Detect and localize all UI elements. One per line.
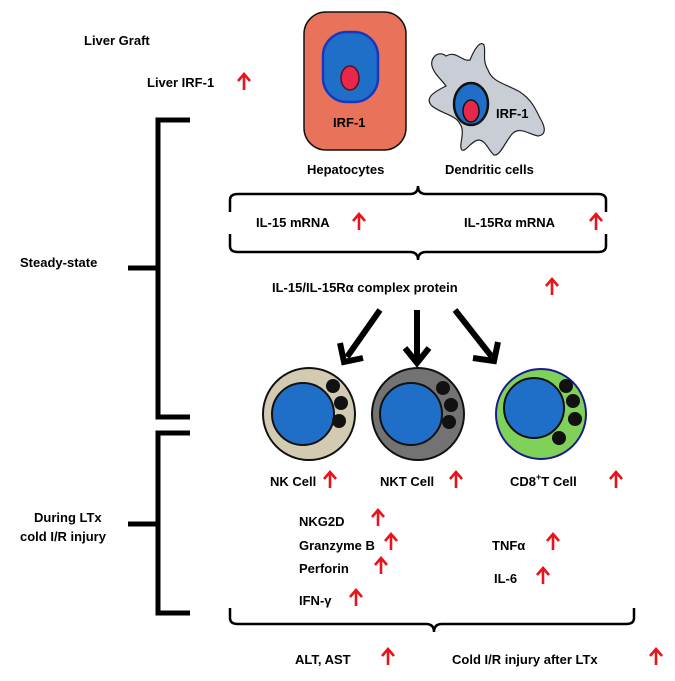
- cd8-t-cell: [495, 368, 587, 460]
- il15-mrna-label: IL-15 mRNA: [256, 215, 330, 230]
- up-arrow-icon: [545, 532, 561, 552]
- alt-ast-label: ALT, AST: [295, 652, 351, 667]
- marker-il6: IL-6: [494, 571, 517, 586]
- nkt-cell: [371, 367, 465, 461]
- nk-cell-label: NK Cell: [270, 474, 316, 489]
- liver-graft-label: Liver Graft: [84, 33, 150, 48]
- nk-cell: [262, 367, 356, 461]
- up-arrow-icon: [236, 72, 252, 92]
- steady-state-label: Steady-state: [20, 255, 97, 270]
- marker-ifn-gamma: IFN-γ: [299, 593, 332, 608]
- up-arrow-icon: [351, 212, 367, 232]
- marker-granzyme-b: Granzyme B: [299, 538, 375, 553]
- dendritic-cells-label: Dendritic cells: [445, 162, 534, 177]
- cd8-t-cell-label: CD8+T Cell: [510, 472, 577, 489]
- up-arrow-icon: [448, 470, 464, 490]
- liver-irf1-label: Liver IRF-1: [147, 75, 214, 90]
- dendritic-cell: [428, 43, 545, 156]
- cold-ir-injury-label: Cold I/R injury after LTx: [452, 652, 598, 667]
- during-ltx-label-line2: cold I/R injury: [20, 529, 107, 544]
- arrow-to-nkt: [402, 310, 432, 368]
- up-arrow-icon: [535, 566, 551, 586]
- marker-nkg2d: NKG2D: [299, 514, 345, 529]
- nkt-cell-label: NKT Cell: [380, 474, 434, 489]
- during-ltx-label-line1: During LTx: [34, 510, 102, 525]
- hepatocyte-cell: [303, 11, 407, 151]
- up-arrow-icon: [588, 212, 604, 232]
- arrow-to-cd8: [452, 308, 501, 365]
- up-arrow-icon: [383, 532, 399, 552]
- up-arrow-icon: [608, 470, 624, 490]
- upper-curly-bracket: [228, 185, 608, 212]
- up-arrow-icon: [648, 647, 664, 667]
- steady-state-bracket: [128, 117, 190, 420]
- up-arrow-icon: [322, 470, 338, 490]
- dendritic-irf1-label: IRF-1: [496, 106, 529, 121]
- bottom-curly-bracket: [228, 608, 636, 633]
- up-arrow-icon: [348, 588, 364, 608]
- il15ra-mrna-label: IL-15Rα mRNA: [464, 215, 556, 230]
- up-arrow-icon: [370, 508, 386, 528]
- arrow-to-nk: [337, 308, 383, 366]
- marker-perforin: Perforin: [299, 561, 349, 576]
- hepatocytes-label: Hepatocytes: [307, 162, 384, 177]
- up-arrow-icon: [373, 556, 389, 576]
- marker-tnf-alpha: TNFα: [492, 538, 525, 553]
- hepatocyte-irf1-label: IRF-1: [333, 115, 366, 130]
- up-arrow-icon: [544, 277, 560, 297]
- during-ltx-bracket: [128, 430, 190, 616]
- complex-protein-label: IL-15/IL-15Rα complex protein: [272, 280, 458, 295]
- middle-curly-bracket: [228, 234, 608, 261]
- up-arrow-icon: [380, 647, 396, 667]
